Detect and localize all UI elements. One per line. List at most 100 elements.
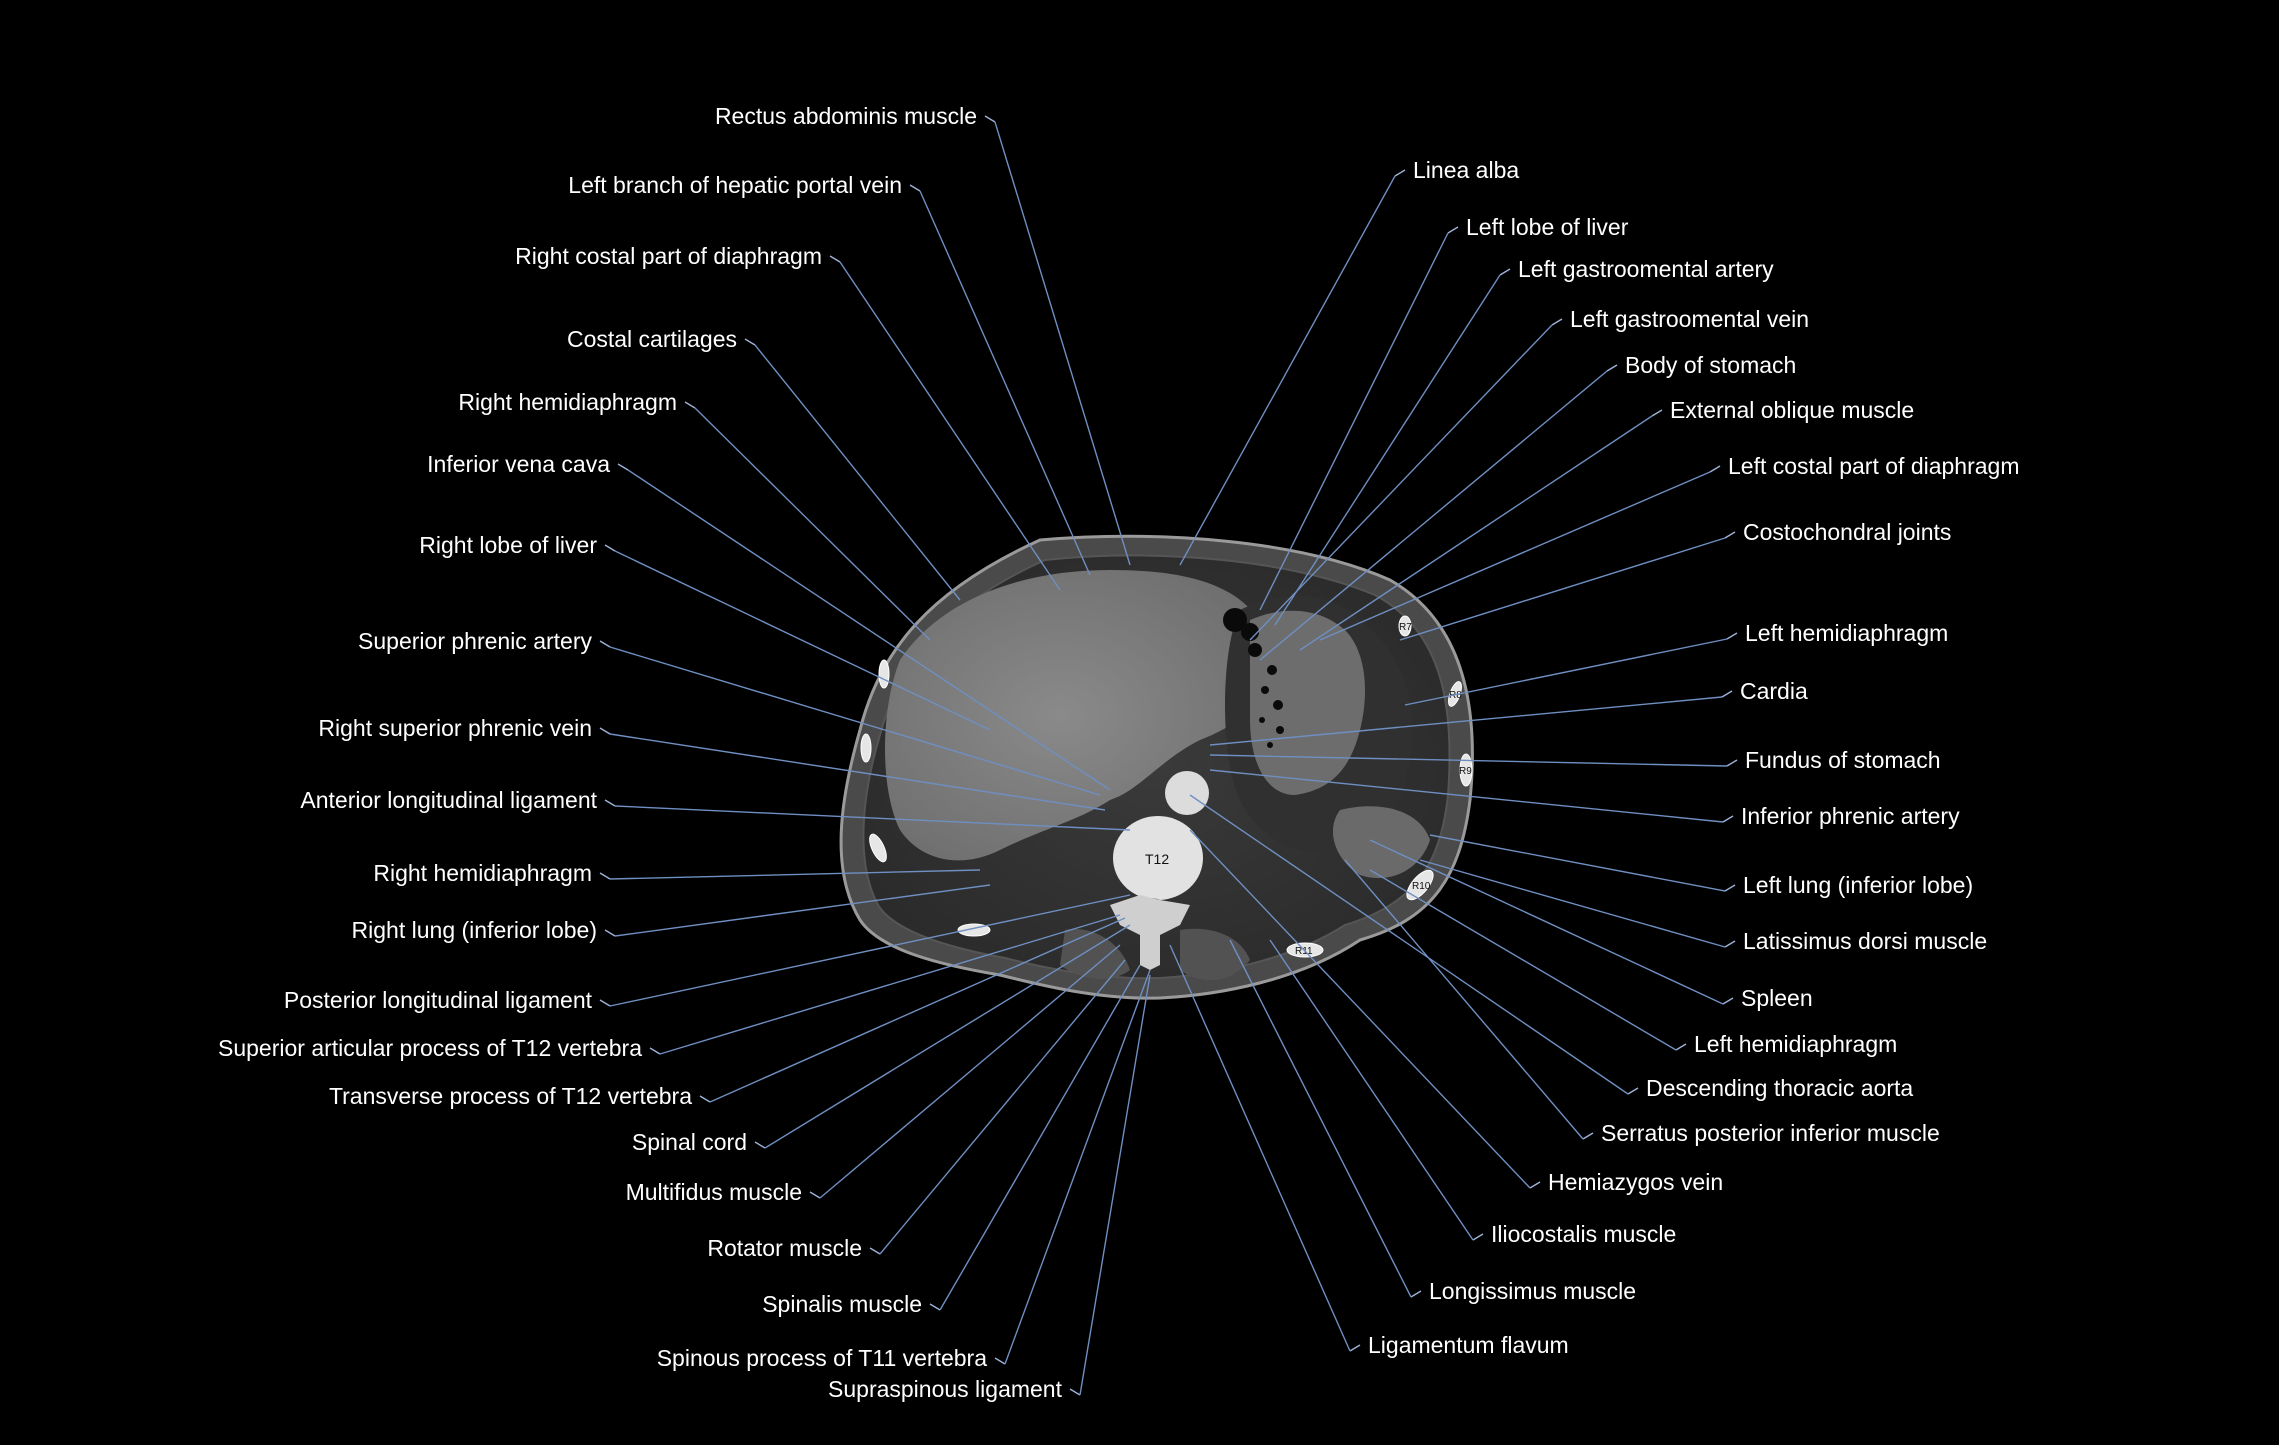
- label-right-hemidiaphragm: Right hemidiaphragm: [458, 389, 677, 415]
- leader-tick: [1722, 997, 1734, 1005]
- label-superior-articular-process-of-t12-vertebra: Superior articular process of T12 verteb…: [218, 1035, 642, 1061]
- rib-label: R7: [1399, 622, 1412, 633]
- label-left-hemidiaphragm: Left hemidiaphragm: [1745, 620, 1949, 646]
- label-linea-alba: Linea alba: [1413, 157, 1520, 183]
- leader-tick: [869, 1247, 881, 1255]
- label-serratus-posterior-inferior-muscle: Serratus posterior inferior muscle: [1601, 1120, 1940, 1146]
- leader-tick: [1709, 465, 1721, 473]
- leader-line: [754, 344, 961, 601]
- label-spleen: Spleen: [1741, 985, 1813, 1011]
- rib: [860, 733, 872, 763]
- leader-line: [1169, 944, 1351, 1352]
- leader-tick: [744, 338, 756, 346]
- leader-line: [1079, 974, 1151, 1396]
- leader-line: [1259, 370, 1608, 661]
- leader-tick: [599, 640, 611, 648]
- leader-tick: [604, 799, 616, 807]
- leader-line: [939, 964, 1141, 1311]
- leader-tick: [1582, 1132, 1594, 1140]
- label-posterior-longitudinal-ligament: Posterior longitudinal ligament: [283, 987, 592, 1013]
- label-hemiazygos-vein: Hemiazygos vein: [1548, 1169, 1724, 1195]
- posterior-elements: [1110, 895, 1190, 970]
- leader-tick: [599, 999, 611, 1007]
- label-left-lobe-of-liver: Left lobe of liver: [1466, 214, 1629, 240]
- rib: [1448, 681, 1462, 707]
- leader-line: [1189, 829, 1531, 1189]
- rib: [1459, 753, 1473, 787]
- label-superior-phrenic-artery: Superior phrenic artery: [358, 628, 592, 654]
- leader-line: [1249, 324, 1553, 641]
- label-left-costal-part-of-diaphragm: Left costal part of diaphragm: [1728, 453, 2020, 479]
- leader-line: [709, 917, 1126, 1103]
- leader-tick: [699, 1095, 711, 1103]
- leader-tick: [1724, 940, 1736, 948]
- leader-line: [1209, 696, 1723, 746]
- rib-label: R9: [1459, 766, 1472, 777]
- label-body-of-stomach: Body of stomach: [1625, 352, 1797, 378]
- paraspinal-right: [1180, 928, 1250, 981]
- leader-line: [1004, 969, 1151, 1365]
- leader-tick: [1722, 815, 1734, 823]
- label-rotator-muscle: Rotator muscle: [707, 1235, 862, 1261]
- leader-line: [609, 646, 1101, 796]
- spleen: [1332, 806, 1430, 879]
- leader-line: [609, 894, 1131, 1007]
- leader-tick: [984, 115, 996, 123]
- rib-label: R8: [1449, 690, 1462, 701]
- leader-tick: [1069, 1388, 1081, 1396]
- label-longissimus-muscle: Longissimus muscle: [1429, 1278, 1637, 1304]
- label-spinous-process-of-t11-vertebra: Spinous process of T11 vertebra: [656, 1345, 987, 1371]
- leader-tick: [1529, 1181, 1541, 1189]
- leader-lines: [599, 115, 1738, 1396]
- leader-tick: [1724, 884, 1736, 892]
- leader-line: [1429, 834, 1726, 892]
- liver: [885, 570, 1274, 861]
- label-left-hemidiaphragm: Left hemidiaphragm: [1694, 1031, 1898, 1057]
- leader-line: [919, 190, 1091, 576]
- leader-line: [1259, 232, 1449, 611]
- stomach-wall: [1250, 610, 1365, 795]
- label-right-lobe-of-liver: Right lobe of liver: [419, 532, 597, 558]
- leader-line: [1179, 175, 1396, 566]
- leader-line: [1399, 537, 1726, 641]
- label-left-lung-inferior-lobe: Left lung (inferior lobe): [1743, 872, 1974, 898]
- leader-line: [659, 914, 1121, 1055]
- leader-line: [879, 959, 1126, 1255]
- leader-tick: [1726, 632, 1738, 640]
- label-left-branch-of-hepatic-portal-vein: Left branch of hepatic portal vein: [568, 172, 902, 198]
- label-right-superior-phrenic-vein: Right superior phrenic vein: [318, 715, 592, 741]
- leader-tick: [1726, 759, 1738, 767]
- leader-tick: [1724, 531, 1736, 539]
- label-cardia: Cardia: [1740, 678, 1808, 704]
- leader-tick: [604, 544, 616, 552]
- leader-tick: [1394, 169, 1406, 177]
- rib: [878, 659, 890, 689]
- leader-line: [1269, 939, 1474, 1241]
- rib-label: R10: [1412, 881, 1431, 892]
- label-latissimus-dorsi-muscle: Latissimus dorsi muscle: [1743, 928, 1988, 954]
- rib: [1398, 615, 1412, 637]
- leader-tick: [1447, 226, 1459, 234]
- label-external-oblique-muscle: External oblique muscle: [1670, 397, 1915, 423]
- leader-tick: [649, 1047, 661, 1055]
- label-descending-thoracic-aorta: Descending thoracic aorta: [1646, 1075, 1914, 1101]
- aorta: [1165, 771, 1209, 815]
- leader-tick: [1410, 1290, 1422, 1298]
- leader-line: [764, 924, 1131, 1149]
- leader-tick: [1651, 409, 1663, 417]
- leader-line: [1369, 839, 1724, 1005]
- leader-tick: [1472, 1233, 1484, 1241]
- leader-line: [1209, 769, 1724, 823]
- leader-line: [839, 261, 1061, 591]
- leader-tick: [994, 1357, 1006, 1365]
- label-left-gastroomental-artery: Left gastroomental artery: [1518, 256, 1774, 282]
- leader-line: [1404, 638, 1728, 706]
- leader-tick: [909, 184, 921, 192]
- leader-tick: [754, 1141, 766, 1149]
- leader-line: [1419, 859, 1726, 948]
- label-inferior-vena-cava: Inferior vena cava: [427, 451, 610, 477]
- label-inferior-phrenic-artery: Inferior phrenic artery: [1741, 803, 1960, 829]
- leader-tick: [1499, 268, 1511, 276]
